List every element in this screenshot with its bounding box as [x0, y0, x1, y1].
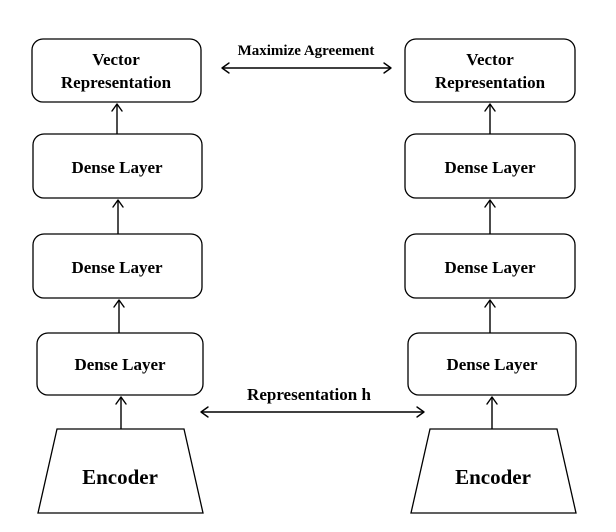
- left-dense-layer-middle-label: Dense Layer: [71, 258, 163, 277]
- right-dense-layer-bottom: Dense Layer: [407, 332, 577, 396]
- right-encoder-label: Encoder: [455, 465, 531, 489]
- right-arrow-dense2-to-dense1: [484, 199, 496, 234]
- representation-h-connection: Representation h: [200, 385, 425, 418]
- representation-h-label: Representation h: [247, 385, 371, 404]
- left-branch: Vector Representation Dense Layer Dense …: [31, 38, 204, 514]
- maximize-agreement-arrowhead-left: [221, 62, 230, 74]
- left-vector-label-line2: Representation: [61, 73, 172, 92]
- right-arrow-dense3-to-dense2: [484, 299, 496, 333]
- right-arrow-dense1-to-vector: [484, 103, 496, 134]
- left-dense-layer-top-label: Dense Layer: [71, 158, 163, 177]
- right-dense-layer-bottom-label: Dense Layer: [446, 355, 538, 374]
- right-dense-layer-middle: Dense Layer: [404, 233, 576, 299]
- right-dense-layer-middle-label: Dense Layer: [444, 258, 536, 277]
- left-dense-layer-bottom: Dense Layer: [36, 332, 204, 396]
- left-encoder-label: Encoder: [82, 465, 158, 489]
- left-arrow-dense1-to-vector: [111, 103, 123, 134]
- right-vector-representation-box: Vector Representation: [404, 38, 576, 103]
- left-dense-layer-bottom-label: Dense Layer: [74, 355, 166, 374]
- left-dense-layer-top: Dense Layer: [32, 133, 203, 199]
- left-arrow-dense3-to-dense2: [113, 299, 125, 333]
- left-arrow-dense2-to-dense1: [112, 199, 124, 234]
- right-dense-layer-top-label: Dense Layer: [444, 158, 536, 177]
- right-encoder: Encoder: [410, 428, 577, 514]
- left-encoder: Encoder: [37, 428, 204, 514]
- maximize-agreement-label: Maximize Agreement: [238, 43, 375, 59]
- maximize-agreement-connection: Maximize Agreement: [221, 43, 392, 74]
- right-arrow-encoder-to-dense3: [486, 396, 498, 429]
- left-vector-label-line1: Vector: [92, 50, 140, 69]
- representation-h-arrowhead-right: [416, 406, 425, 418]
- left-dense-layer-middle: Dense Layer: [32, 233, 203, 299]
- right-vector-label-line1: Vector: [466, 50, 514, 69]
- left-vector-representation-box: Vector Representation: [31, 38, 202, 103]
- maximize-agreement-arrowhead-right: [383, 62, 392, 74]
- representation-h-arrowhead-left: [200, 406, 209, 418]
- right-vector-label-line2: Representation: [435, 73, 546, 92]
- right-dense-layer-top: Dense Layer: [404, 133, 576, 199]
- right-branch: Vector Representation Dense Layer Dense …: [404, 38, 577, 514]
- left-arrow-encoder-to-dense3: [115, 396, 127, 429]
